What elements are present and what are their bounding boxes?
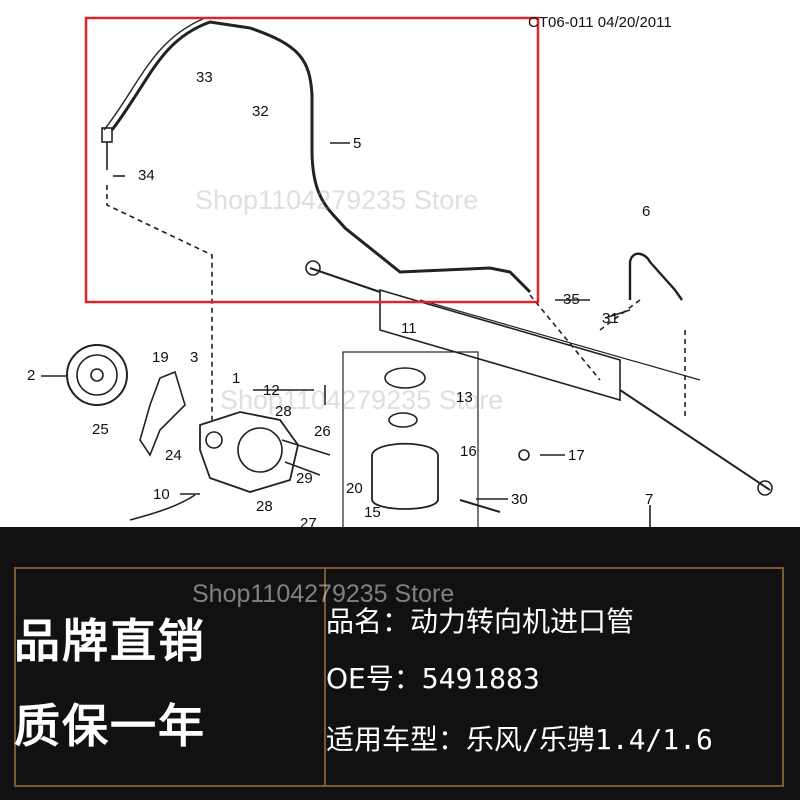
part-label-25: 25 [92, 421, 109, 438]
part-label-1: 1 [232, 370, 241, 387]
part-label-17: 17 [568, 447, 585, 464]
info-panel [14, 567, 784, 787]
parts-diagram: CT06-011 04/20/2011 Shop1104279235 Store… [0, 0, 800, 527]
part-label-28-lower: 28 [256, 498, 273, 515]
vehicle-model-label: 适用车型： [326, 723, 467, 756]
panel-divider [324, 569, 326, 785]
part-label-31: 31 [602, 310, 619, 327]
diagram-drawing [41, 16, 773, 527]
part-label-33: 33 [196, 69, 213, 86]
part-label-20: 20 [346, 480, 363, 497]
watermark-mid: Shop1104279235 Store [220, 385, 504, 415]
highlight-box [84, 16, 540, 304]
info-watermark: Shop1104279235 Store [192, 580, 455, 608]
part-label-32: 32 [252, 103, 269, 120]
vehicle-model-value: 乐风/乐骋1.4/1.6 [466, 723, 713, 756]
part-label-30: 30 [511, 491, 528, 508]
part-label-35: 35 [563, 291, 580, 308]
part-label-3: 3 [190, 349, 199, 366]
part-label-15: 15 [364, 504, 381, 521]
part-label-24: 24 [165, 447, 182, 464]
hose-5-line [110, 20, 532, 294]
part-label-26: 26 [314, 423, 331, 440]
part-label-2: 2 [27, 367, 36, 384]
slogan-direct-sale: 品牌直销 [14, 614, 206, 668]
reservoir-body [371, 442, 439, 510]
product-name-row: 品名：动力转向机进口管 [326, 600, 634, 640]
oe-number-label: OE号： [326, 662, 422, 695]
steering-rack-body [379, 288, 621, 402]
info-band [0, 527, 800, 800]
part-label-13: 13 [456, 389, 473, 406]
part-label-7: 7 [645, 491, 654, 508]
vehicle-model-row: 适用车型：乐风/乐骋1.4/1.6 [326, 718, 713, 758]
part-label-19: 19 [152, 349, 169, 366]
product-name-label: 品名： [326, 605, 411, 638]
part-label-28-upper: 28 [275, 403, 292, 420]
part-label-29: 29 [296, 470, 313, 487]
slogan-warranty: 质保一年 [14, 699, 206, 753]
part-label-11: 11 [401, 320, 417, 337]
oe-number-value: 5491883 [421, 662, 540, 695]
part-label-16: 16 [460, 443, 477, 460]
watermark-top: Shop1104279235 Store [195, 185, 479, 215]
oe-number-row: OE号：5491883 [326, 657, 540, 697]
part-label-34: 34 [138, 167, 155, 184]
part-label-6: 6 [642, 203, 651, 220]
pulley-2 [66, 344, 128, 406]
part-label-5: 5 [353, 135, 362, 152]
product-name-value: 动力转向机进口管 [410, 605, 635, 638]
part-label-12: 12 [263, 382, 280, 399]
pump-1 [199, 411, 299, 493]
part-label-10: 10 [153, 486, 170, 503]
document-code: CT06-011 04/20/2011 [528, 14, 672, 31]
